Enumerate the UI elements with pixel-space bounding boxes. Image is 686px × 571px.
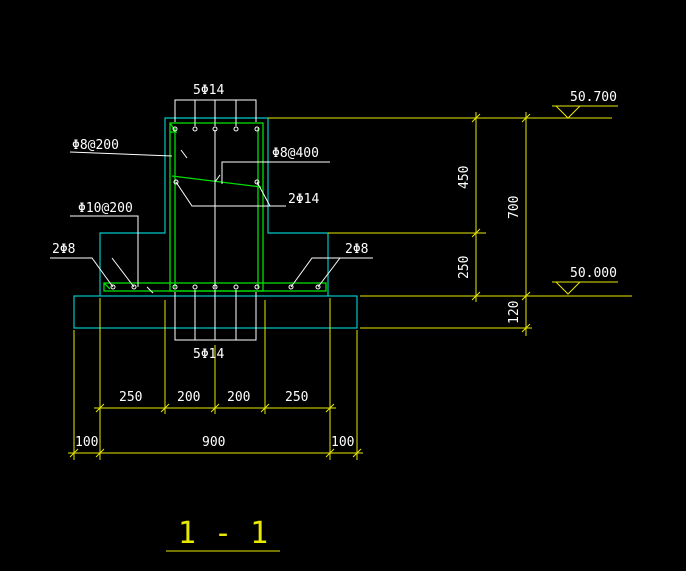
top-bar-dot (192, 126, 198, 132)
leader-tick (214, 174, 221, 183)
middle-bars-leader (175, 181, 286, 207)
top-bar-dot (254, 126, 260, 132)
dim-tick (95, 403, 105, 413)
dim-tick (325, 403, 335, 413)
dimension-lines (68, 105, 632, 552)
stirrup-hook (169, 122, 178, 133)
right-bars-leader (290, 257, 373, 288)
footing-hook-left (103, 282, 111, 290)
dim-tick (160, 403, 170, 413)
dim-tick (521, 113, 531, 123)
main-stirrup (169, 122, 264, 292)
dim-seg3-label: 200 (227, 390, 250, 405)
mid-bar-dot (254, 179, 260, 185)
dim-tick (471, 228, 481, 238)
elevation-top-label: 50.700 (570, 90, 617, 105)
leaders (50, 99, 373, 341)
leader-tick (146, 286, 154, 294)
leader-tick (180, 149, 188, 159)
top-bar-dot (233, 126, 239, 132)
annotation-texts: 5Φ14 5Φ14 Φ8@200 Φ8@400 2Φ14 Φ10@200 2Φ8… (52, 83, 368, 362)
elevation-mark-bottom-triangle (555, 281, 581, 295)
middle-bars-label: 2Φ14 (288, 192, 319, 207)
dim-lower-label: 250 (457, 256, 472, 279)
tie-bar (171, 175, 262, 188)
right-bar-dot (315, 284, 321, 290)
dim-tick (521, 323, 531, 333)
dim-tick (352, 448, 362, 458)
stirrup-main-label: Φ8@200 (72, 138, 119, 153)
elevation-mark-top-triangle (555, 105, 581, 119)
mid-bar-dot (173, 179, 179, 185)
left-bars-leader-2 (111, 257, 135, 288)
dim-tick (325, 448, 335, 458)
dim-tick (210, 403, 220, 413)
bottom-bar-dot (233, 284, 239, 290)
dim-seg1-label: 250 (119, 390, 142, 405)
left-bars-label: 2Φ8 (52, 242, 75, 257)
elevation-bottom-label: 50.000 (570, 266, 617, 281)
dim-upper-label: 450 (457, 166, 472, 189)
stirrup-main-leader (69, 151, 173, 157)
dim-seg2-label: 200 (177, 390, 200, 405)
top-bars-label: 5Φ14 (193, 83, 224, 98)
right-bars-leader-2 (317, 257, 341, 288)
stirrup-tie-label: Φ8@400 (272, 146, 319, 161)
dim-tick (471, 113, 481, 123)
footing-stirrup-leader (70, 215, 139, 287)
stirrup-tie-leader (221, 161, 330, 184)
top-bar-dot (172, 126, 178, 132)
dim-tick (471, 291, 481, 301)
middle-bars-leader-2 (256, 181, 271, 207)
dim-tick (521, 291, 531, 301)
beam-outline (99, 117, 329, 296)
bottom-bar-dot (192, 284, 198, 290)
dim-footing-width-label: 900 (202, 435, 225, 450)
dim-base-label: 120 (507, 301, 522, 324)
left-bars-leader (50, 257, 114, 288)
footing-stirrup-label: Φ10@200 (78, 201, 133, 216)
bottom-bar-dot (254, 284, 260, 290)
bottom-bars-label: 5Φ14 (193, 347, 224, 362)
bottom-bar-dot (172, 284, 178, 290)
right-bars-label: 2Φ8 (345, 242, 368, 257)
dim-total-label: 700 (507, 196, 522, 219)
dim-edge-right-label: 100 (331, 435, 354, 450)
dim-tick (95, 448, 105, 458)
dim-tick (260, 403, 270, 413)
left-bar-dot (131, 284, 137, 290)
left-bar-dot (110, 284, 116, 290)
section-title: 1 - 1 (178, 516, 268, 551)
dim-seg4-label: 250 (285, 390, 308, 405)
dimension-texts: 50.700 50.000 450 250 700 120 250 200 20… (75, 90, 617, 450)
dim-tick (69, 448, 79, 458)
dim-edge-left-label: 100 (75, 435, 98, 450)
right-bar-dot (288, 284, 294, 290)
